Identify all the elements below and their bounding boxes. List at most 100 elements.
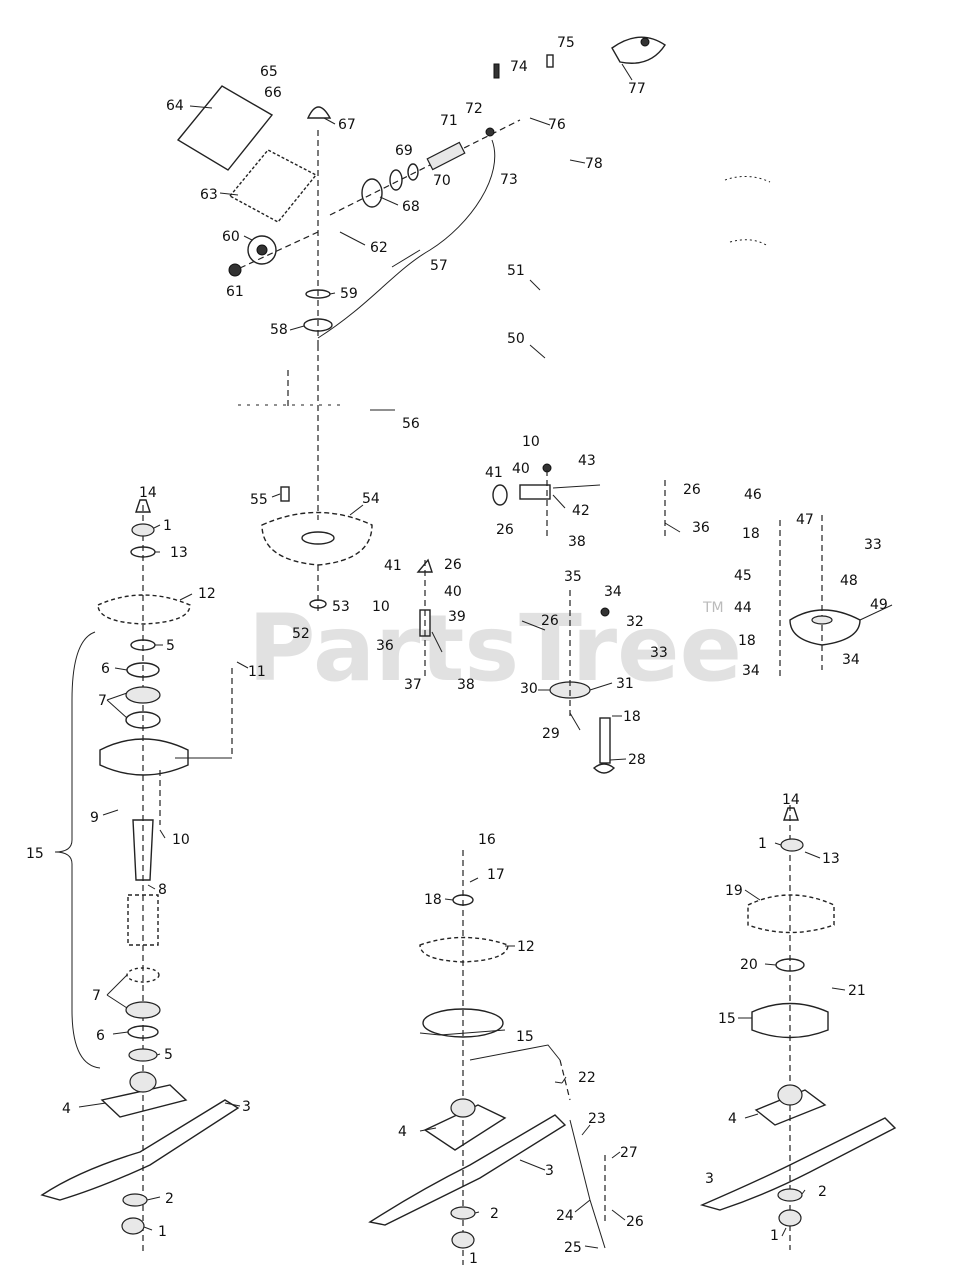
callout-15-right: 15 (718, 1011, 736, 1027)
zerk-fitting (783, 807, 799, 821)
washer (309, 599, 327, 609)
callout-20: 20 (740, 957, 758, 973)
callout-66: 66 (264, 85, 282, 101)
nut (121, 1217, 145, 1235)
spindle-shaft (132, 819, 154, 881)
callout-49: 49 (870, 597, 888, 613)
callout-40-upper: 40 (512, 461, 530, 477)
tube-axis (559, 1059, 571, 1101)
callout-51: 51 (507, 263, 525, 279)
callout-57: 57 (430, 258, 448, 274)
callout-68: 68 (402, 199, 420, 215)
callout-5-left-bottom: 5 (164, 1047, 173, 1063)
pulley-hub (811, 615, 833, 625)
callout-1-center: 1 (469, 1251, 478, 1267)
knob-hub (640, 37, 650, 47)
link (419, 609, 431, 637)
callout-36-lower: 36 (376, 638, 394, 654)
spindle-housing (751, 1002, 829, 1039)
callout-10-lower: 10 (372, 599, 390, 615)
callout-8: 8 (158, 882, 167, 898)
washer (122, 1193, 148, 1207)
callout-2-right: 2 (818, 1184, 827, 1200)
diagonal-axis (329, 119, 521, 216)
callout-63: 63 (200, 187, 218, 203)
nut (228, 263, 242, 277)
blade (368, 1114, 567, 1226)
callout-46: 46 (744, 487, 762, 503)
nut (451, 1231, 475, 1249)
idler-pulley-large (789, 609, 861, 646)
callout-52: 52 (292, 626, 310, 642)
assembly-brace (54, 631, 101, 1069)
callout-33-right: 33 (864, 537, 882, 553)
cover-plate (176, 85, 274, 171)
knob (611, 36, 666, 64)
callout-18-center-spindle: 18 (424, 892, 442, 908)
clip (416, 558, 433, 573)
callout-50: 50 (507, 331, 525, 347)
pulley-hub (301, 531, 335, 545)
callout-16: 16 (478, 832, 496, 848)
callout-54: 54 (362, 491, 380, 507)
callout-17: 17 (487, 867, 505, 883)
callout-48: 48 (840, 573, 858, 589)
callout-73: 73 (500, 172, 518, 188)
callout-29: 29 (542, 726, 560, 742)
callout-22: 22 (578, 1070, 596, 1086)
callout-1-right-bottom: 1 (770, 1228, 779, 1244)
arm-end (592, 763, 616, 774)
housing-hub (777, 1084, 803, 1106)
seal (389, 169, 403, 191)
bearing (125, 1001, 161, 1019)
callout-58: 58 (270, 322, 288, 338)
callout-72: 72 (465, 101, 483, 117)
callout-3-center: 3 (545, 1163, 554, 1179)
callout-26-bottom: 26 (626, 1214, 644, 1230)
pulley (419, 936, 509, 963)
callout-64: 64 (166, 98, 184, 114)
callout-38-upper: 38 (568, 534, 586, 550)
blade (699, 1117, 897, 1211)
callout-21: 21 (848, 983, 866, 999)
callout-26-center: 26 (541, 613, 559, 629)
callout-36-right: 36 (692, 520, 710, 536)
callout-42: 42 (572, 503, 590, 519)
callout-18-right-bottom: 18 (738, 633, 756, 649)
pulley (747, 894, 835, 934)
callout-6-left-bottom: 6 (96, 1028, 105, 1044)
housing (99, 738, 189, 776)
callout-13-right: 13 (822, 851, 840, 867)
callout-34-right-left: 34 (742, 663, 760, 679)
callout-4-right: 4 (728, 1111, 737, 1127)
callout-47: 47 (796, 512, 814, 528)
callout-3-left: 3 (242, 1099, 251, 1115)
watermark-tm: TM (702, 600, 724, 616)
callout-1-left-bottom: 1 (158, 1224, 167, 1240)
callout-32: 32 (626, 614, 644, 630)
callout-76: 76 (548, 117, 566, 133)
callout-7-left-bottom: 7 (92, 988, 101, 1004)
callout-44: 44 (734, 600, 752, 616)
callout-9: 9 (90, 810, 99, 826)
faint-mark (724, 176, 771, 183)
callout-1-right-top: 1 (758, 836, 767, 852)
callout-25: 25 (564, 1240, 582, 1256)
nut (780, 838, 804, 852)
callout-11: 11 (248, 664, 266, 680)
tube-line (469, 1044, 561, 1061)
idler-arm (599, 717, 611, 764)
callout-12-left: 12 (198, 586, 216, 602)
callout-6-left-top: 6 (101, 661, 110, 677)
callout-10-upper: 10 (522, 434, 540, 450)
callout-12-center: 12 (517, 939, 535, 955)
center-mechanism (416, 463, 861, 774)
callout-14-right: 14 (782, 792, 800, 808)
callout-70: 70 (433, 173, 451, 189)
callout-2-center: 2 (490, 1206, 499, 1222)
callout-56: 56 (402, 416, 420, 432)
callout-59: 59 (340, 286, 358, 302)
callout-26-lower: 26 (444, 557, 462, 573)
callout-55: 55 (250, 492, 268, 508)
callout-53: 53 (332, 599, 350, 615)
